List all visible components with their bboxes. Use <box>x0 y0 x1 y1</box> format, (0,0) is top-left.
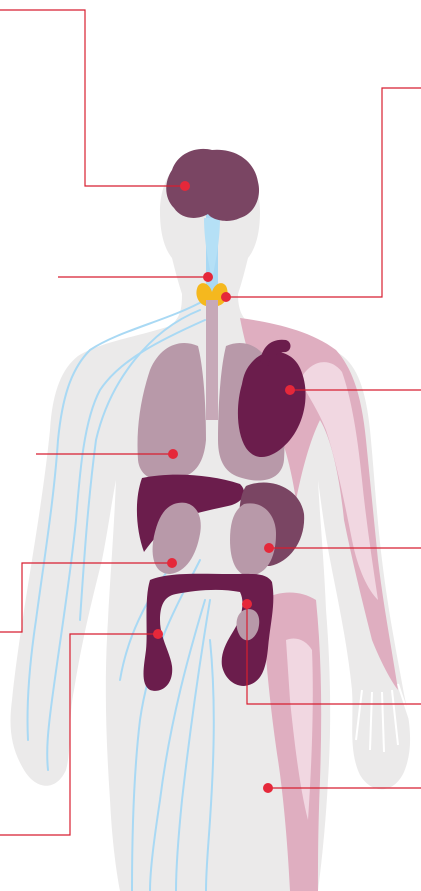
callout-dot-leg-muscle <box>263 783 273 793</box>
callout-dot-kidney-right <box>167 558 177 568</box>
callout-dot-colon <box>153 629 163 639</box>
leader-line-brain <box>0 10 185 186</box>
callout-dot-thyroid-left <box>203 272 213 282</box>
callout-dot-bladder <box>242 599 252 609</box>
trachea <box>206 300 218 420</box>
callout-dot-thyroid-right <box>221 292 231 302</box>
callout-dot-brain <box>180 181 190 191</box>
callout-dot-kidney-left <box>264 543 274 553</box>
callout-dot-lung <box>168 449 178 459</box>
callout-dot-heart <box>285 385 295 395</box>
